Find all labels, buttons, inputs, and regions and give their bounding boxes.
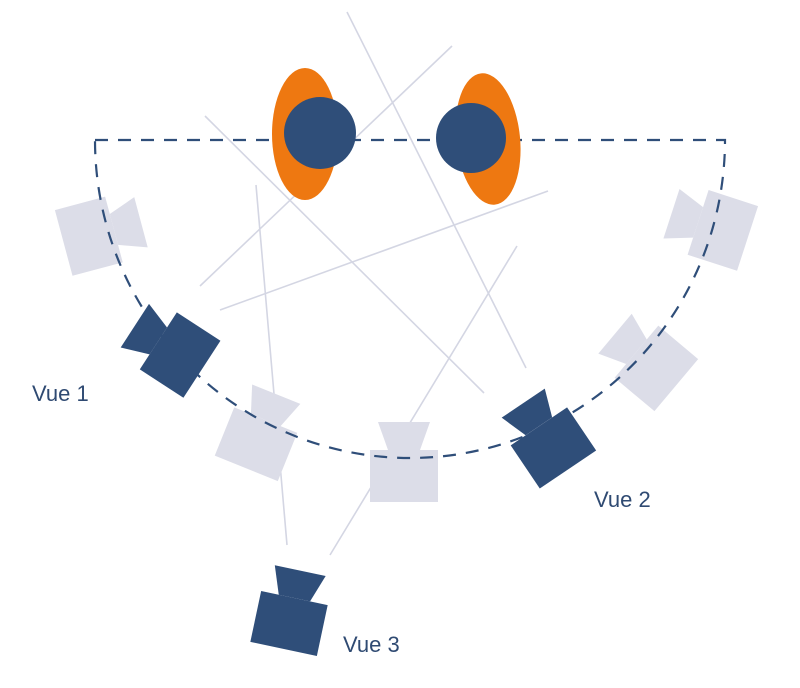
person-head-icon (436, 103, 506, 173)
video-camera-icon (495, 384, 597, 489)
sight-line (346, 11, 527, 369)
video-camera-icon (54, 189, 150, 276)
view-1-label: Vue 1 (32, 381, 89, 406)
video-camera-icon (370, 422, 438, 502)
camera-arc (93, 138, 727, 460)
video-camera-icon (116, 297, 221, 398)
video-camera-icon (214, 381, 308, 482)
video-camera-icon (250, 563, 334, 656)
person-head-icon (284, 97, 356, 169)
sight-line (219, 190, 549, 311)
subjects (272, 68, 521, 205)
active-cameras (116, 297, 597, 656)
subject-right (436, 73, 521, 205)
view-3-label: Vue 3 (343, 632, 400, 657)
sight-line (204, 115, 485, 394)
view-2-label: Vue 2 (594, 487, 651, 512)
sight-line (329, 245, 518, 556)
camera-sight-lines (199, 11, 549, 556)
subject-left (272, 68, 356, 200)
video-camera-icon (593, 307, 699, 412)
video-camera-icon (660, 181, 759, 271)
sight-line (255, 184, 288, 546)
